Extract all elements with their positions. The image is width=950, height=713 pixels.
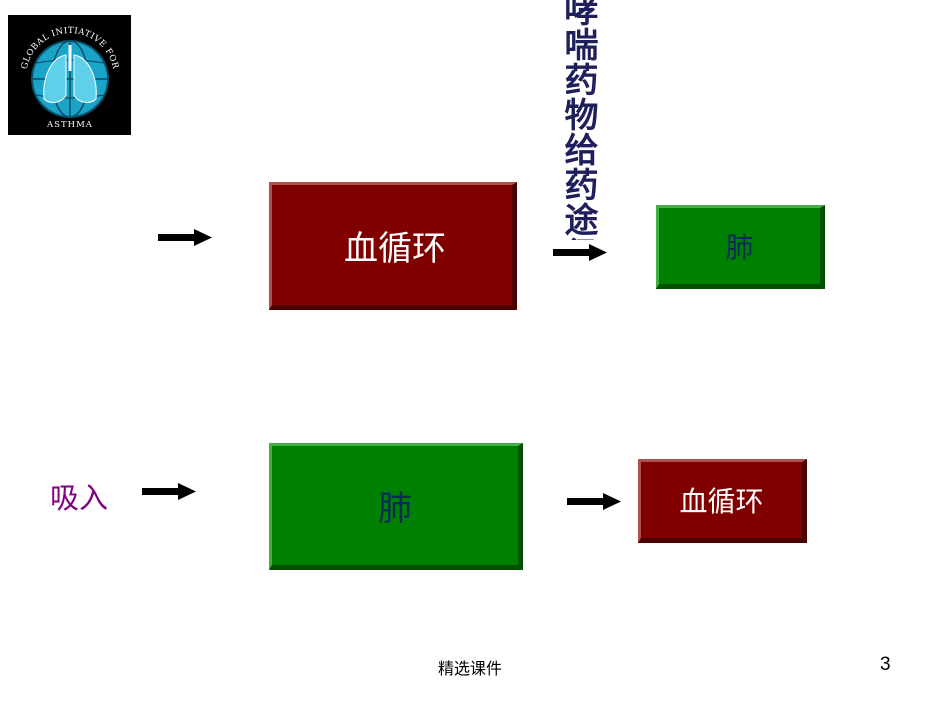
logo-text-bottom: ASTHMA [46, 120, 93, 130]
footer-text: 精选课件 [438, 659, 503, 678]
lung-box-label: 肺 [725, 231, 754, 264]
arrow-right-icon [142, 483, 196, 500]
circulation-box-label: 血循环 [679, 485, 764, 518]
lung-box: 肺 [269, 443, 523, 570]
gina-lungs-globe-icon: GLOBAL INITIATIVE FOR ASTHMA [20, 26, 120, 130]
gina-logo: GLOBAL INITIATIVE FOR ASTHMA [8, 15, 131, 135]
slide-title-container: 哮喘药物给药途径 [540, 0, 610, 240]
lung-box: 肺 [656, 205, 825, 289]
inhalation-label: 吸入 [50, 481, 109, 515]
circulation-box: 血循环 [269, 182, 517, 310]
page-number: 3 [880, 654, 891, 675]
lung-box-label: 肺 [378, 489, 412, 529]
circulation-box-label: 血循环 [344, 228, 446, 269]
circulation-box: 血循环 [638, 459, 807, 543]
arrow-right-icon [158, 229, 212, 246]
slide-title: 哮喘药物给药途径 [558, 0, 598, 240]
arrow-right-icon [567, 493, 621, 510]
arrow-right-icon [553, 244, 607, 261]
